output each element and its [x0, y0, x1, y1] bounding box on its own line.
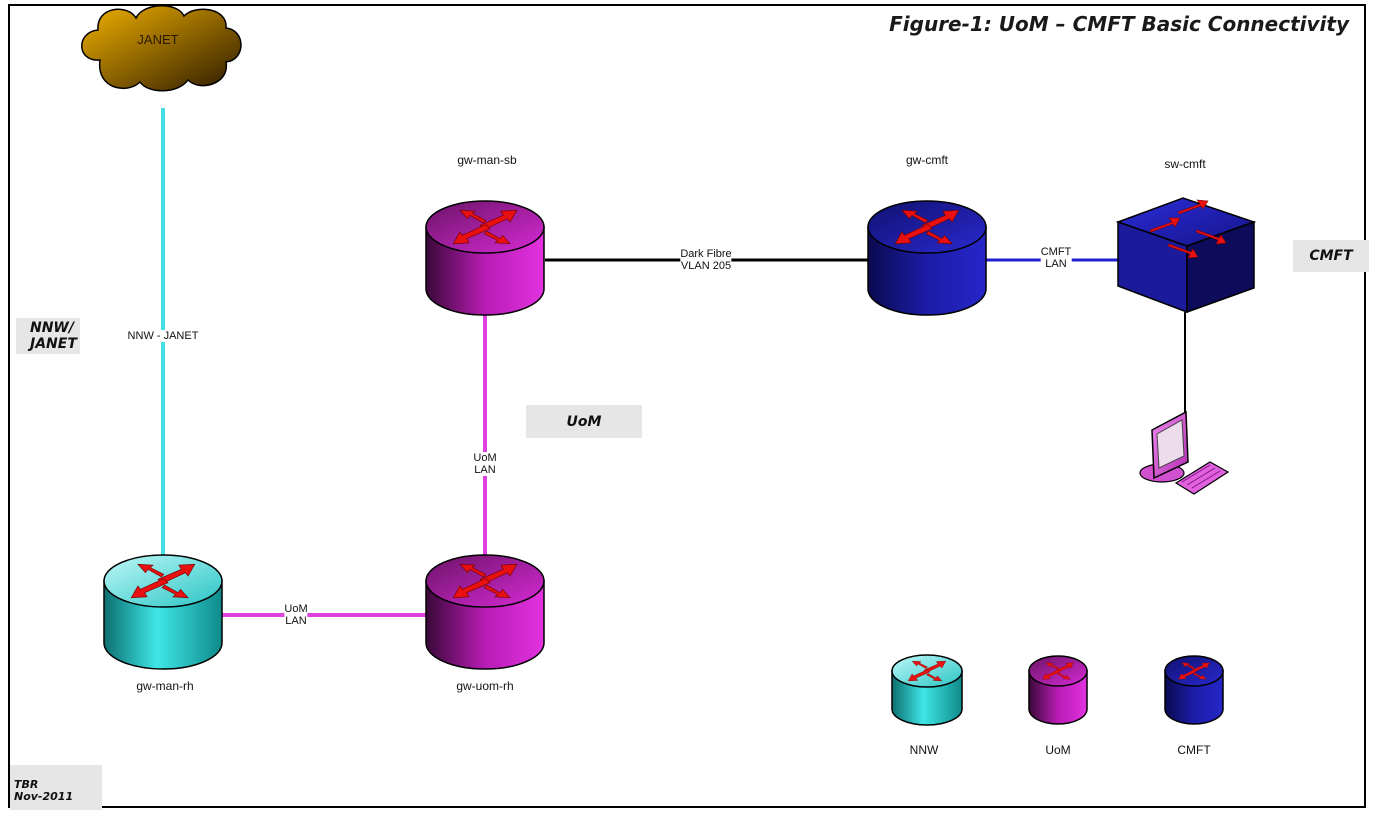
- link-label-dark-fibre: Dark Fibre VLAN 205: [680, 248, 732, 272]
- cloud-icon-janet: [81, 5, 242, 92]
- legend-label-nnw: NNW: [909, 743, 939, 757]
- cmft-lan-line2: LAN: [1045, 258, 1067, 270]
- keyboard-row: [1181, 464, 1211, 483]
- switch-arrow-1: [1149, 217, 1181, 233]
- cloud-label-janet: JANET: [137, 32, 179, 47]
- workstation-icon: [1139, 410, 1230, 495]
- switch-arrow-3: [1195, 229, 1227, 245]
- legend-label-uom: UoM: [1045, 743, 1071, 757]
- legend-router-icon-uom: [1028, 655, 1088, 725]
- switch-arrow-4: [1167, 243, 1199, 259]
- link-label-uom-lan-vertical: UoM LAN: [473, 452, 497, 476]
- node-label-gw-man-sb: gw-man-sb: [457, 153, 517, 167]
- link-label-cmft-lan: CMFT LAN: [1040, 246, 1072, 270]
- zone-nnw-line1: NNW/: [30, 320, 74, 336]
- zone-label-nnw-janet: NNW/ JANET: [16, 318, 80, 354]
- router-icon-gw-uom-rh: [425, 554, 545, 670]
- node-label-gw-man-rh: gw-man-rh: [136, 679, 194, 693]
- cmft-lan-line1: CMFT: [1040, 246, 1072, 258]
- author-stamp: TBR Nov-2011: [10, 765, 102, 810]
- diagram-frame: [8, 4, 1366, 808]
- switch-right-side: [1186, 220, 1255, 314]
- author-date: Nov-2011: [14, 790, 74, 803]
- monitor-screen: [1156, 419, 1185, 469]
- dark-fibre-line2: VLAN 205: [680, 260, 732, 272]
- devices-layer: [81, 5, 1257, 726]
- figure-title: Figure-1: UoM – CMFT Basic Connectivity: [889, 12, 1349, 36]
- keyboard-row: [1191, 470, 1221, 489]
- router-icon-gw-man-rh: [103, 554, 223, 670]
- legend-label-cmft: CMFT: [1177, 743, 1211, 757]
- uom-lan-v-line2: LAN: [474, 464, 496, 476]
- links-layer: [161, 108, 1186, 617]
- keyboard: [1174, 461, 1230, 495]
- zone-label-cmft: CMFT: [1293, 240, 1369, 272]
- zone-nnw-line2: JANET: [30, 336, 77, 352]
- node-label-sw-cmft: sw-cmft: [1164, 157, 1206, 171]
- zone-label-uom: UoM: [526, 405, 642, 438]
- keyboard-row: [1186, 467, 1216, 486]
- router-icon-gw-man-sb: [425, 200, 545, 316]
- uom-lan-h-line1: UoM: [284, 603, 308, 615]
- switch-icon-sw-cmft: [1115, 197, 1257, 314]
- legend-router-icon-nnw: [891, 654, 963, 726]
- link-label-nnw-janet: NNW - JANET: [127, 330, 199, 342]
- node-label-gw-uom-rh: gw-uom-rh: [456, 679, 514, 693]
- link-label-uom-lan-horizontal: UoM LAN: [284, 603, 308, 627]
- switch-arrow-2: [1177, 199, 1209, 215]
- uom-lan-h-line2: LAN: [285, 615, 307, 627]
- cloud-shape: [81, 5, 242, 92]
- dark-fibre-line1: Dark Fibre: [680, 248, 732, 260]
- router-icon-gw-cmft: [867, 200, 987, 316]
- uom-lan-v-line1: UoM: [473, 452, 497, 464]
- legend-router-icon-cmft: [1164, 655, 1224, 725]
- node-label-gw-cmft: gw-cmft: [906, 153, 948, 167]
- author-initials: TBR: [14, 778, 39, 791]
